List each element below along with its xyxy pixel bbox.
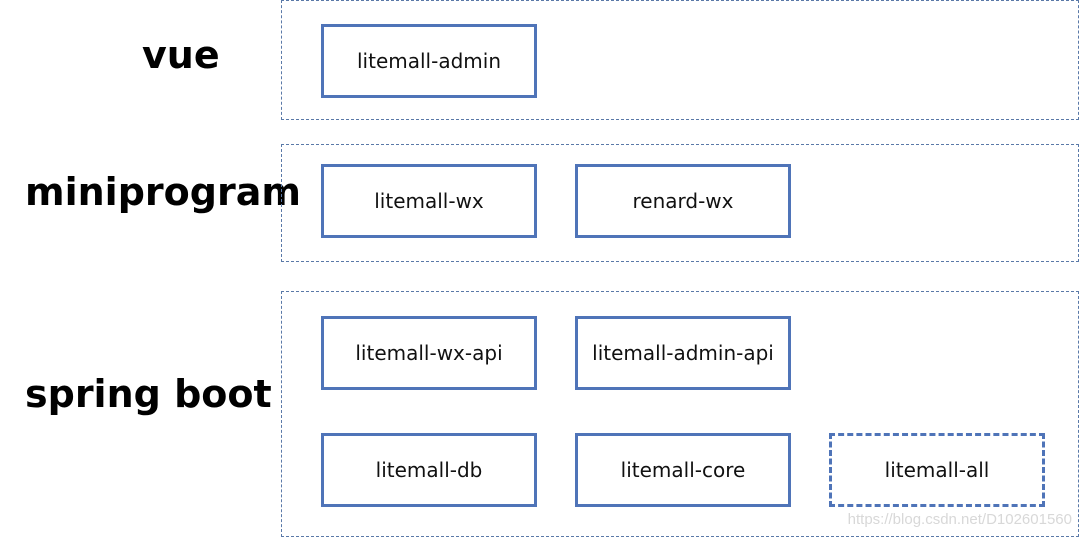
layer-spring-boot <box>281 291 1079 537</box>
module-litemall-all: litemall-all <box>829 433 1045 507</box>
watermark: https://blog.csdn.net/D102601560 <box>847 511 1072 528</box>
module-renard-wx: renard-wx <box>575 164 791 238</box>
module-litemall-wx: litemall-wx <box>321 164 537 238</box>
module-litemall-wx-api: litemall-wx-api <box>321 316 537 390</box>
layer-label-vue: vue <box>142 33 220 77</box>
module-litemall-db: litemall-db <box>321 433 537 507</box>
module-litemall-core: litemall-core <box>575 433 791 507</box>
layer-miniprogram <box>281 144 1079 262</box>
layer-label-spring-boot: spring boot <box>25 372 272 416</box>
layer-label-miniprogram: miniprogram <box>25 170 301 214</box>
module-litemall-admin: litemall-admin <box>321 24 537 98</box>
module-litemall-admin-api: litemall-admin-api <box>575 316 791 390</box>
layer-vue <box>281 0 1079 120</box>
